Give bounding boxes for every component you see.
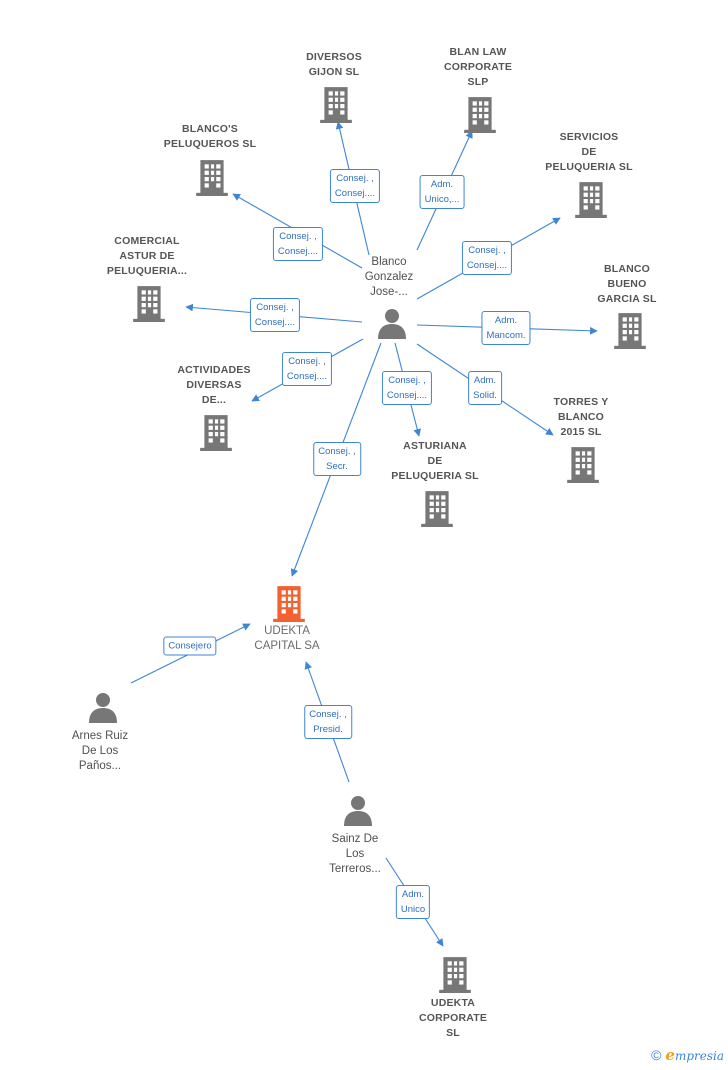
node-label: BLANCO'S PELUQUEROS SL <box>163 123 257 150</box>
edge-label-sainz_de_los-to-udekta_capital[interactable]: Consej. , Presid. <box>304 705 352 739</box>
edge-label-blanco_gonzalez-to-udekta_capital[interactable]: Consej. , Secr. <box>313 442 361 476</box>
edge-label-blanco_gonzalez-to-comercial_astur[interactable]: Consej. , Consej.... <box>249 298 301 332</box>
building-icon <box>614 313 646 349</box>
person-icon <box>378 309 406 339</box>
node-label: Arnes Ruiz De Los Paños... <box>71 730 129 772</box>
edge-label-blanco_gonzalez-to-blanco_bueno[interactable]: Adm. Mancom. <box>481 311 531 345</box>
building-icon <box>567 447 599 483</box>
node-label: UDEKTA CORPORATE SL <box>418 997 488 1039</box>
node-label: ACTIVIDADES DIVERSAS DE... <box>177 364 251 406</box>
building-icon <box>273 586 305 622</box>
building-icon <box>133 286 165 322</box>
building-icon <box>464 97 496 133</box>
node-label: TORRES Y BLANCO 2015 SL <box>553 396 609 438</box>
edge-label-blanco_gonzalez-to-asturiana_peluqueria[interactable]: Consej. , Consej.... <box>381 371 433 405</box>
node-label: Blanco Gonzalez Jose-... <box>364 256 414 298</box>
building-icon <box>320 87 352 123</box>
node-label: COMERCIAL ASTUR DE PELUQUERIA... <box>106 235 188 277</box>
edge-label-blanco_gonzalez-to-blan_law[interactable]: Adm. Unico,... <box>419 175 465 209</box>
person-icon <box>89 693 117 723</box>
building-icon <box>200 415 232 451</box>
edge-label-blanco_gonzalez-to-servicios_peluqueria[interactable]: Consej. , Consej.... <box>461 241 513 275</box>
node-label: Sainz De Los Terreros... <box>329 833 381 875</box>
node-label: UDEKTA CAPITAL SA <box>254 625 320 652</box>
edge-label-arnes_ruiz-to-udekta_capital[interactable]: Consejero <box>163 636 217 656</box>
edge-label-sainz_de_los-to-udekta_corporate[interactable]: Adm. Unico <box>395 885 431 919</box>
node-label: DIVERSOS GIJON SL <box>306 51 362 78</box>
brand-initial: e <box>665 1046 675 1064</box>
node-label: SERVICIOS DE PELUQUERIA SL <box>545 131 633 173</box>
building-icon <box>575 182 607 218</box>
person-icon <box>344 796 372 826</box>
edge-label-blanco_gonzalez-to-blancos_peluqueros[interactable]: Consej. , Consej.... <box>272 227 324 261</box>
copyright-icon: © <box>651 1047 662 1063</box>
edge-label-blanco_gonzalez-to-actividades_diversas[interactable]: Consej. , Consej.... <box>281 352 333 386</box>
brand-name: mpresia <box>674 1049 724 1063</box>
node-label: BLAN LAW CORPORATE SLP <box>443 46 513 88</box>
building-icon <box>421 491 453 527</box>
node-label: ASTURIANA DE PELUQUERIA SL <box>391 440 479 482</box>
building-icon <box>196 160 228 196</box>
node-label: BLANCO BUENO GARCIA SL <box>597 263 657 305</box>
edge-label-blanco_gonzalez-to-diversos_gijon[interactable]: Consej. , Consej.... <box>329 169 381 203</box>
edge-label-blanco_gonzalez-to-torres_blanco[interactable]: Adm. Solid. <box>468 371 502 405</box>
building-icon <box>439 957 471 993</box>
brand-logo: empresia <box>665 1046 724 1064</box>
footer-brand: ©empresia <box>651 1046 724 1064</box>
